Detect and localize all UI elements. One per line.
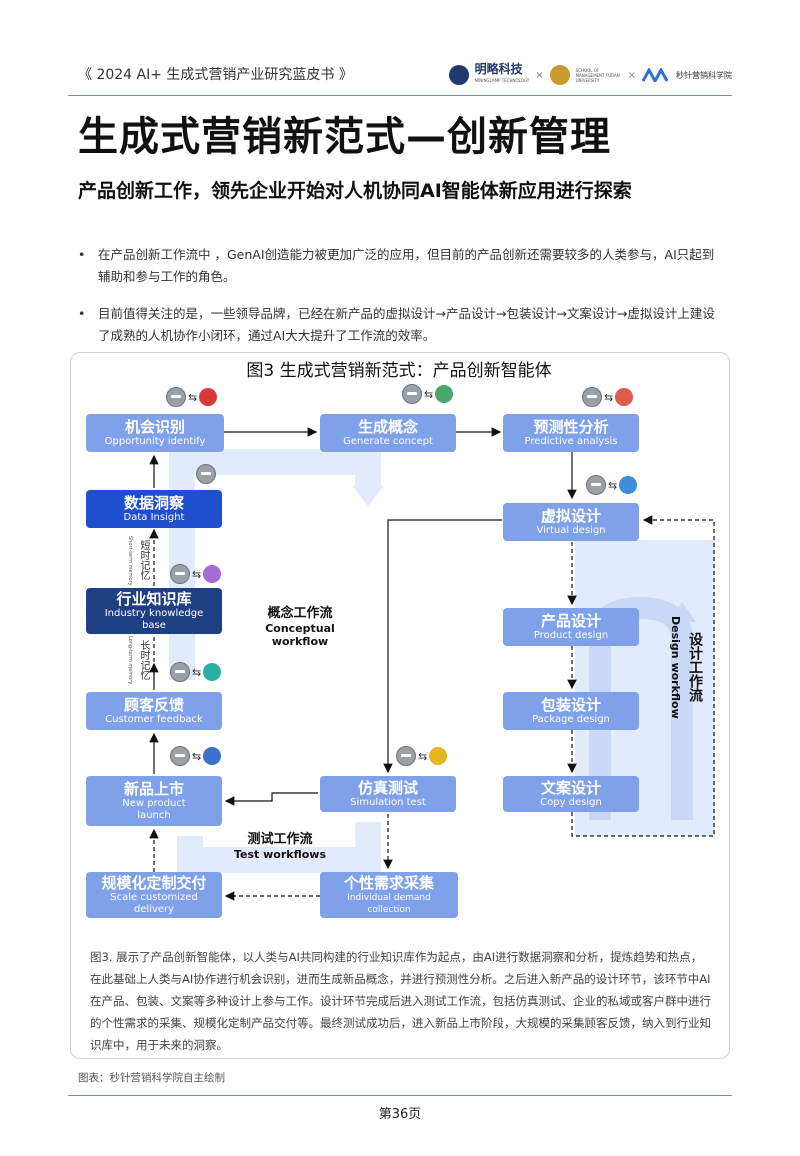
robot-icon <box>170 564 190 584</box>
robot-icon <box>166 387 186 407</box>
logo-mininglamp: 明略科技 <box>474 62 523 76</box>
human-ai-icon-group: ⇆ <box>170 746 222 766</box>
bullet-text: 目前值得关注的是，一些领导品牌，已经在新产品的虚拟设计→产品设计→包装设计→文案… <box>98 306 715 343</box>
exchange-arrows-icon: ⇆ <box>418 749 428 763</box>
human-ai-icon-group: ⇆ <box>170 662 222 682</box>
person-icon <box>429 747 448 765</box>
node-predictive-analysis: 预测性分析 Predictive analysis <box>503 414 639 452</box>
robot-icon <box>582 387 602 407</box>
human-ai-icon-group: ⇆ <box>166 387 218 407</box>
node-product-design: 产品设计 Product design <box>503 608 639 646</box>
logo-separator: × <box>627 69 636 81</box>
person-icon <box>435 385 454 403</box>
exchange-arrows-icon: ⇆ <box>424 387 434 401</box>
human-ai-icon-group: ⇆ <box>586 475 638 495</box>
node-simulation-test: 仿真测试 Simulation test <box>320 776 456 812</box>
document-title: 《 2024 AI+ 生成式营销产业研究蓝皮书 》 <box>78 67 353 83</box>
header-rule <box>68 95 732 96</box>
person-icon <box>203 663 222 681</box>
node-customer-feedback: 顾客反馈 Customer feedback <box>86 692 222 730</box>
footer-rule <box>68 1095 732 1096</box>
logo-mininglamp-sub: MININGLAMP TECHNOLOGY <box>474 78 530 83</box>
test-workflow-label: 测试工作流 Test workflows <box>233 832 327 861</box>
node-data-insight: 数据洞察 Data Insight <box>86 490 222 528</box>
bullet-dot: • <box>78 247 86 262</box>
figure-caption: 图3. 展示了产品创新智能体，以人类与AI共同构建的行业知识库作为起点，由AI进… <box>90 950 711 1052</box>
bullet-item: • 在产品创新工作流中 ，GenAI创造能力被更加广泛的应用，但目前的产品创新还… <box>78 244 726 288</box>
node-scale-customized-delivery: 规模化定制交付 Scale customized delivery <box>86 872 222 918</box>
robot-icon <box>170 746 190 766</box>
exchange-arrows-icon: ⇆ <box>192 567 202 581</box>
short-term-memory-en: Short-term memory <box>127 536 133 586</box>
exchange-arrows-icon: ⇆ <box>192 665 202 679</box>
node-individual-demand-collection: 个性需求采集 Individual demand collection <box>320 872 458 918</box>
robot-icon <box>196 464 216 484</box>
human-ai-icon-group: ⇆ <box>582 387 634 407</box>
logo-fudan-sub: SCHOOL OF MANAGEMENT FUDAN UNIVERSITY <box>575 67 620 83</box>
person-icon <box>619 476 638 494</box>
exchange-arrows-icon: ⇆ <box>608 478 618 492</box>
miaozhen-logo-icon <box>642 68 669 82</box>
human-ai-icon-group: ⇆ <box>396 746 448 766</box>
node-generate-concept: 生成概念 Generate concept <box>320 414 456 452</box>
node-package-design: 包装设计 Package design <box>503 692 639 730</box>
page-title: 生成式营销新范式—创新管理 <box>78 114 611 160</box>
long-term-memory-en: Long-term memory <box>127 636 133 685</box>
page-number: 第36页 <box>378 1107 422 1122</box>
person-icon <box>199 388 218 406</box>
mininglamp-logo-icon <box>448 65 469 85</box>
partner-logos: 明略科技 MININGLAMP TECHNOLOGY × SCHOOL OF M… <box>448 62 732 88</box>
design-workflow-label: 设计工作流 Design workflow <box>669 615 703 719</box>
page-subtitle: 产品创新工作，领先企业开始对人机协同AI智能体新应用进行探索 <box>78 180 632 202</box>
robot-icon <box>396 746 416 766</box>
logo-separator: × <box>535 69 544 81</box>
robot-icon <box>402 384 422 404</box>
figure-source: 图表：秒针营销科学院自主绘制 <box>78 1072 225 1084</box>
logo-miaozhen: 秒针营销科学院 <box>676 70 732 80</box>
node-copy-design: 文案设计 Copy design <box>503 776 639 812</box>
node-opportunity-identify: 机会识别 Opportunity identify <box>86 414 224 452</box>
person-icon <box>615 388 634 406</box>
robot-icon <box>170 662 190 682</box>
fudan-logo-icon <box>549 65 570 85</box>
figure-title: 图3 生成式营销新范式：产品创新智能体 <box>246 361 552 381</box>
robot-icon <box>586 475 606 495</box>
bullet-text: 在产品创新工作流中 ，GenAI创造能力被更加广泛的应用，但目前的产品创新还需要… <box>98 247 715 284</box>
node-industry-knowledge-base: 行业知识库 Industry knowledge base <box>86 588 222 634</box>
human-ai-icon-group: ⇆ <box>402 384 454 404</box>
conceptual-workflow-label: 概念工作流 Conceptual workflow <box>265 606 335 648</box>
ai-robot-icon-group <box>196 464 216 484</box>
bullet-item: • 目前值得关注的是，一些领导品牌，已经在新产品的虚拟设计→产品设计→包装设计→… <box>78 303 726 347</box>
exchange-arrows-icon: ⇆ <box>188 390 198 404</box>
human-ai-icon-group: ⇆ <box>170 564 222 584</box>
exchange-arrows-icon: ⇆ <box>192 749 202 763</box>
person-icon <box>203 565 222 583</box>
node-virtual-design: 虚拟设计 Virtual design <box>503 503 639 541</box>
person-icon <box>203 747 222 765</box>
bullet-dot: • <box>78 306 86 321</box>
long-term-memory-label: 长时记忆 <box>138 640 149 680</box>
exchange-arrows-icon: ⇆ <box>604 390 614 404</box>
short-term-memory-label: 短时记忆 <box>138 540 149 580</box>
node-new-product-launch: 新品上市 New product launch <box>86 776 222 826</box>
